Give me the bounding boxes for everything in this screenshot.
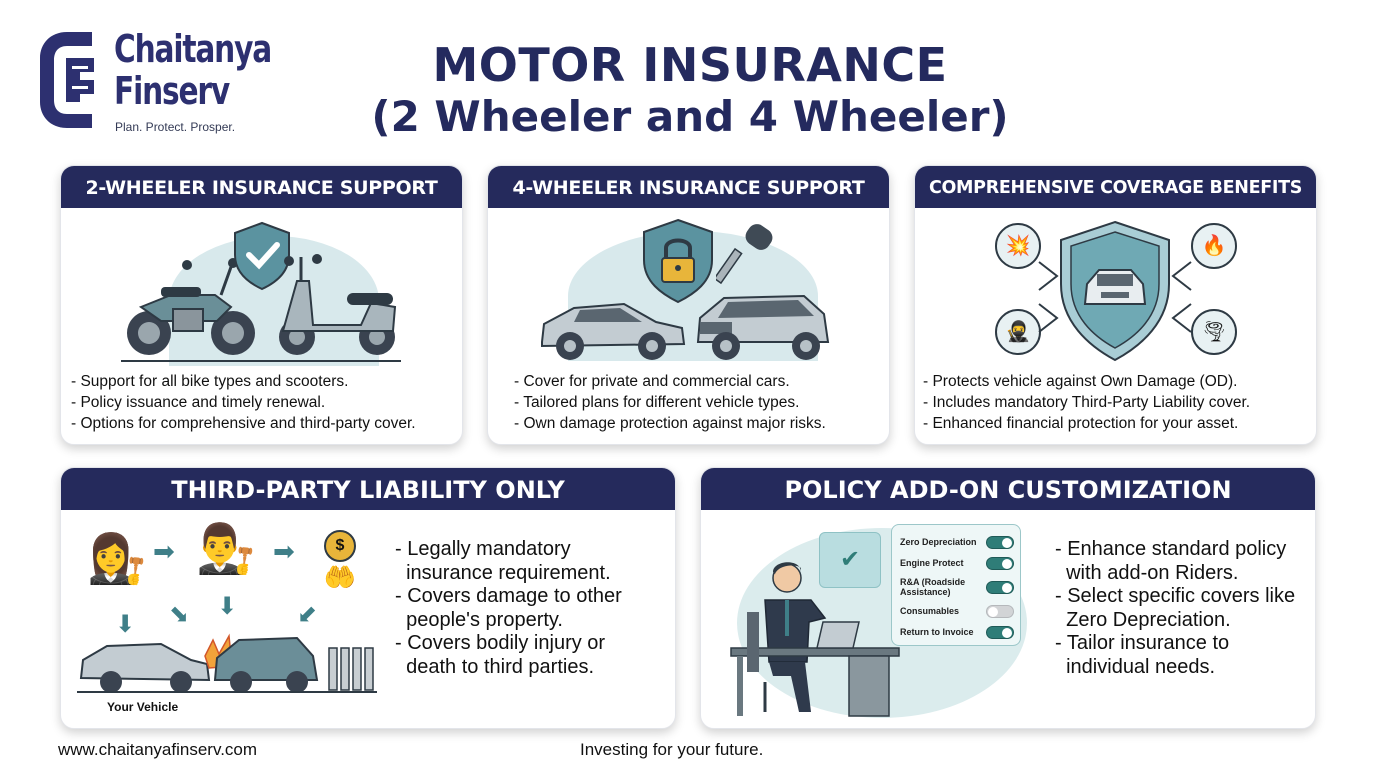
bullet-item: death to third parties. bbox=[395, 655, 595, 678]
bullet-item: - Enhanced financial protection for your… bbox=[923, 415, 1239, 432]
bullet-item: - Tailored plans for different vehicle t… bbox=[514, 394, 800, 411]
car-key-icon bbox=[716, 224, 773, 285]
payment-hand-icon: $ 🤲 bbox=[305, 530, 375, 600]
bullet-item: individual needs. bbox=[1055, 655, 1216, 678]
roadside-assistance-toggle[interactable] bbox=[986, 580, 1014, 594]
tornado-icon: 🌪 bbox=[1191, 309, 1237, 355]
bullet-item: - Enhance standard policy bbox=[1055, 538, 1287, 560]
cf-monogram-icon bbox=[40, 32, 94, 128]
bullet-item: - Covers bodily injury or bbox=[395, 632, 606, 654]
scooter-icon bbox=[279, 254, 397, 355]
fire-icon: 🔥 bbox=[1191, 223, 1237, 269]
bullet-list: - Cover for private and commercial cars.… bbox=[514, 371, 883, 434]
card-title: POLICY ADD-ON CUSTOMIZATION bbox=[701, 468, 1315, 510]
toggle-row-return-to-invoice[interactable]: Return to Invoice bbox=[900, 623, 1014, 641]
certificate-screen-icon: ✔ bbox=[819, 532, 881, 588]
bullet-item: - Support for all bike types and scooter… bbox=[71, 373, 349, 390]
connector-lines bbox=[1038, 261, 1192, 333]
arrow-right-icon: ➡ bbox=[153, 536, 175, 566]
sedan-icon bbox=[541, 302, 686, 360]
card-four-wheeler: 4-WHEELER INSURANCE SUPPORT - Cover for … bbox=[487, 165, 890, 445]
card-comprehensive: COMPREHENSIVE COVERAGE BENEFITS 💥 🔥 🥷 🌪 … bbox=[914, 165, 1317, 445]
card-add-on: POLICY ADD-ON CUSTOMIZATION ✔ Zero Depre… bbox=[700, 467, 1316, 729]
consumables-toggle[interactable] bbox=[986, 604, 1014, 618]
brand-name: Chaitanya Finserv bbox=[114, 27, 272, 113]
toggle-label: Consumables bbox=[900, 606, 960, 616]
bullet-item: - Tailor insurance to bbox=[1055, 632, 1230, 654]
shield-car-icon bbox=[1060, 220, 1170, 362]
bullet-item: - Options for comprehensive and third-pa… bbox=[71, 415, 416, 432]
bullet-item: with add-on Riders. bbox=[1055, 561, 1239, 584]
card-title: 2-WHEELER INSURANCE SUPPORT bbox=[61, 166, 462, 208]
arrow-down-icon: ⬇ bbox=[217, 593, 238, 620]
bullet-item: - Cover for private and commercial cars. bbox=[514, 373, 790, 390]
card-two-wheeler: 2-WHEELER INSURANCE SUPPORT - Support fo… bbox=[60, 165, 463, 445]
your-vehicle-label: Your Vehicle bbox=[107, 700, 179, 714]
bullet-list: - Support for all bike types and scooter… bbox=[71, 371, 456, 434]
footer-slogan: Investing for your future. bbox=[580, 740, 764, 759]
toggle-row-zero-depreciation[interactable]: Zero Depreciation bbox=[900, 533, 1014, 551]
bullet-item: - Policy issuance and timely renewal. bbox=[71, 394, 326, 411]
car-collision-icon bbox=[77, 633, 377, 693]
title-line1: MOTOR INSURANCE bbox=[432, 38, 948, 92]
card-title: THIRD-PARTY LIABILITY ONLY bbox=[61, 468, 675, 510]
bullet-list: - Legally mandatory insurance requiremen… bbox=[395, 538, 622, 679]
bullet-list: - Protects vehicle against Own Damage (O… bbox=[923, 371, 1310, 434]
bullet-item: - Legally mandatory bbox=[395, 538, 571, 560]
toggle-row-engine-protect[interactable]: Engine Protect bbox=[900, 554, 1014, 572]
bullet-item: - Select specific covers like bbox=[1055, 585, 1296, 607]
theft-icon: 🥷 bbox=[995, 309, 1041, 355]
toggle-label: Engine Protect bbox=[900, 558, 964, 568]
arrow-down-icon: ⬇ bbox=[115, 611, 136, 638]
businessman-at-desk-icon bbox=[730, 562, 900, 717]
zero-depreciation-toggle[interactable] bbox=[986, 535, 1014, 549]
arrow-right-icon: ➡ bbox=[273, 536, 295, 566]
brand-name-line1: Chaitanya bbox=[114, 27, 272, 71]
return-to-invoice-toggle[interactable] bbox=[986, 625, 1014, 639]
bullet-item: Zero Depreciation. bbox=[1055, 608, 1231, 631]
brand-tagline: Plan. Protect. Prosper. bbox=[115, 120, 236, 134]
bullet-item: - Own damage protection against major ri… bbox=[514, 415, 826, 432]
motorcycle-icon bbox=[127, 258, 255, 355]
card-title: COMPREHENSIVE COVERAGE BENEFITS bbox=[915, 166, 1316, 208]
engine-protect-toggle[interactable] bbox=[986, 556, 1014, 570]
toggle-row-roadside-assistance[interactable]: R&A (Roadside Assistance) bbox=[900, 575, 1014, 599]
brand-name-line2: Finserv bbox=[114, 69, 230, 113]
brand-logo: Chaitanya Finserv Plan. Protect. Prosper… bbox=[36, 26, 296, 138]
lawyer-icon: 👨‍⚖️ bbox=[196, 523, 256, 576]
bullet-item: - Protects vehicle against Own Damage (O… bbox=[923, 373, 1238, 390]
card-third-party: THIRD-PARTY LIABILITY ONLY 👩‍⚖️ ➡ 👨‍⚖️ ➡… bbox=[60, 467, 676, 729]
judge-icon: 👩‍⚖️ bbox=[87, 533, 147, 586]
toggle-row-consumables[interactable]: Consumables bbox=[900, 602, 1014, 620]
bullet-item: - Includes mandatory Third-Party Liabili… bbox=[923, 394, 1251, 411]
bullet-item: people's property. bbox=[395, 608, 563, 631]
collision-icon: 💥 bbox=[995, 223, 1041, 269]
page-title: MOTOR INSURANCE (2 Wheeler and 4 Wheeler… bbox=[340, 38, 1040, 142]
bullet-list: - Enhance standard policy with add-on Ri… bbox=[1055, 538, 1295, 679]
toggle-label: Return to Invoice bbox=[900, 627, 974, 637]
title-line2: (2 Wheeler and 4 Wheeler) bbox=[371, 92, 1009, 141]
bullet-item: insurance requirement. bbox=[395, 561, 611, 584]
fence-icon bbox=[328, 647, 374, 691]
card-title: 4-WHEELER INSURANCE SUPPORT bbox=[488, 166, 889, 208]
add-on-toggle-panel: Zero Depreciation Engine Protect R&A (Ro… bbox=[891, 524, 1021, 646]
arrow-down-icon: ⬋ bbox=[297, 601, 318, 628]
shield-lock-icon bbox=[643, 218, 713, 304]
arrow-down-icon: ⬊ bbox=[169, 601, 190, 628]
toggle-label: R&A (Roadside Assistance) bbox=[900, 577, 966, 597]
website-link[interactable]: www.chaitanyafinserv.com bbox=[58, 740, 258, 759]
bullet-item: - Covers damage to other bbox=[395, 585, 622, 607]
suv-icon bbox=[696, 294, 830, 360]
toggle-label: Zero Depreciation bbox=[900, 537, 977, 547]
